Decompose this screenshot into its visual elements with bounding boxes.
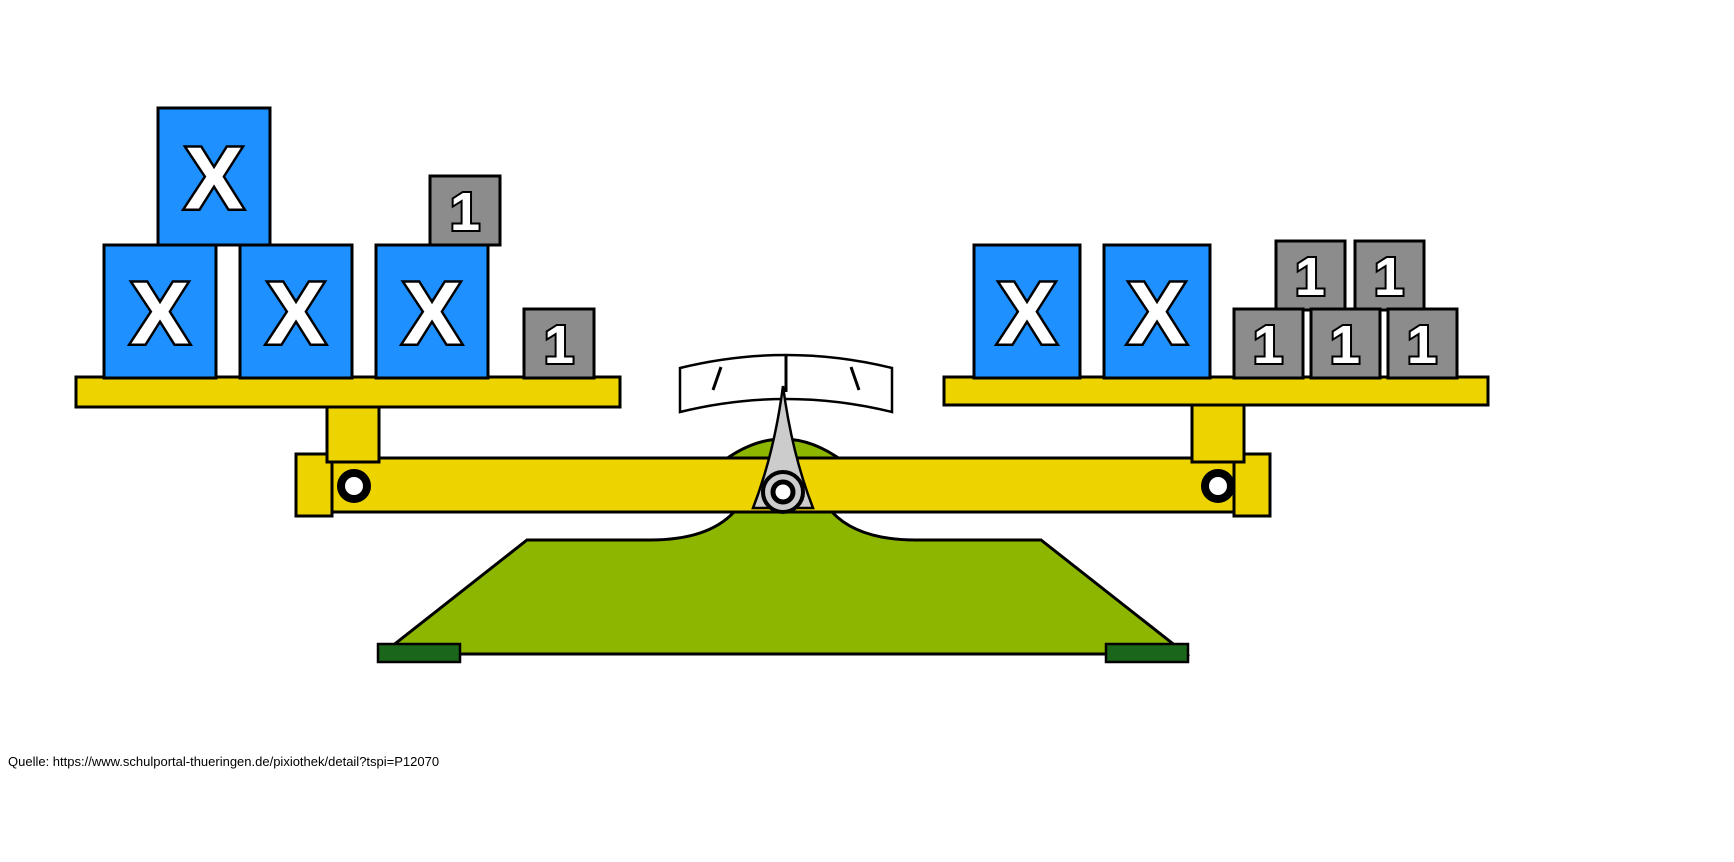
x-block-face — [102, 243, 218, 380]
x-block-label: X — [403, 264, 462, 363]
one-block-label: 1 — [1407, 315, 1437, 375]
bolt-left — [337, 469, 371, 503]
pan-right — [942, 375, 1490, 407]
one-block-label: 1 — [1295, 247, 1325, 307]
x-block-label: X — [1128, 264, 1187, 363]
x-block-label: X — [267, 264, 326, 363]
x-block-face — [374, 243, 490, 380]
pivot-hub-center — [770, 479, 796, 505]
x-block: X — [972, 243, 1082, 380]
x-block-face — [1102, 243, 1212, 380]
scale-foot-left — [376, 642, 462, 664]
pan-post-right — [1190, 402, 1246, 464]
x-block: X — [238, 243, 354, 380]
x-block: X — [156, 106, 272, 247]
one-block-face — [1309, 307, 1382, 380]
one-block: 1 — [522, 307, 596, 380]
beam-end-cap-left — [294, 452, 334, 518]
x-block-label: X — [131, 264, 190, 363]
x-block: X — [1102, 243, 1212, 380]
x-block-face — [972, 243, 1082, 380]
source-caption: Quelle: https://www.schulportal-thuering… — [8, 754, 440, 769]
one-block-face — [522, 307, 596, 380]
one-block-face — [1353, 239, 1426, 312]
one-block: 1 — [1386, 307, 1459, 380]
one-block-face — [428, 174, 502, 247]
scale-base — [377, 510, 1191, 656]
one-block-label: 1 — [1330, 315, 1360, 375]
one-block: 1 — [1232, 307, 1305, 380]
one-block-face — [1386, 307, 1459, 380]
pan-left — [74, 375, 622, 409]
x-block-face — [238, 243, 354, 380]
one-block: 1 — [428, 174, 502, 247]
one-block: 1 — [1353, 239, 1426, 312]
one-block-label: 1 — [544, 315, 574, 375]
one-block-label: 1 — [1374, 247, 1404, 307]
beam-end-cap-right — [1232, 452, 1272, 518]
one-block-face — [1232, 307, 1305, 380]
scale-foot-right — [1104, 642, 1190, 664]
x-block: X — [102, 243, 218, 380]
one-block-label: 1 — [450, 182, 480, 242]
x-block-label: X — [998, 264, 1057, 363]
one-block-face — [1274, 239, 1347, 312]
one-block: 1 — [1274, 239, 1347, 312]
one-block: 1 — [1309, 307, 1382, 380]
dial-tick-right — [849, 366, 861, 391]
pan-post-left — [325, 402, 381, 464]
bolt-right — [1201, 469, 1235, 503]
one-block-label: 1 — [1253, 315, 1283, 375]
x-block-label: X — [185, 129, 244, 228]
x-block: X — [374, 243, 490, 380]
dial-tick-left — [711, 366, 723, 391]
